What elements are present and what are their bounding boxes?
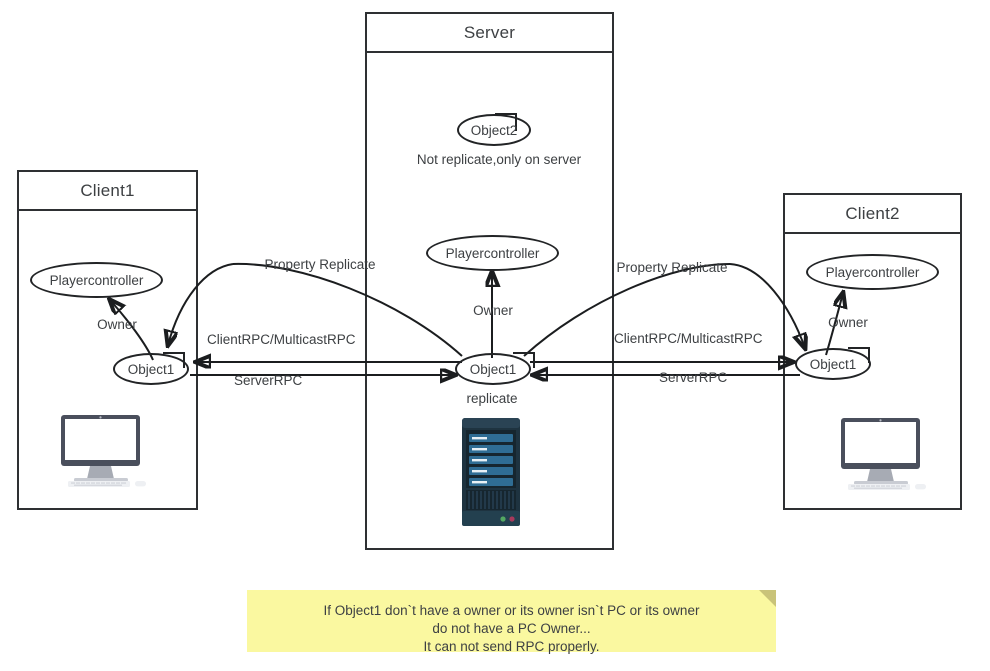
left-serverrpc-label: ServerRPC	[234, 373, 303, 388]
left-clientrpc-multicastrpc-label: ClientRPC/MulticastRPC	[207, 332, 356, 347]
right-serverrpc-label: ServerRPC	[659, 370, 728, 385]
client2-playercontroller-node[interactable]: Playercontroller	[806, 254, 939, 290]
server-owner-label: Owner	[473, 303, 513, 318]
server-object2-node[interactable]: Object2	[457, 114, 531, 146]
server-object1-label: Object1	[469, 361, 517, 377]
server-title-bar: Server	[367, 14, 612, 53]
client2-title: Client2	[845, 203, 900, 223]
client1-object1-label: Object1	[127, 361, 175, 377]
sticky-note: If Object1 don`t have a owner or its own…	[247, 590, 776, 654]
client2-playercontroller-label: Playercontroller	[825, 264, 920, 280]
server-object2-label: Object2	[470, 122, 518, 138]
client1-title-bar: Client1	[19, 172, 196, 211]
server-playercontroller-node[interactable]: Playercontroller	[426, 235, 559, 271]
client2-object1-node[interactable]: Object1	[795, 348, 871, 380]
client1-owner-label: Owner	[97, 317, 137, 332]
client2-title-bar: Client2	[785, 195, 960, 234]
client2-object1-label: Object1	[809, 356, 857, 372]
client1-playercontroller-label: Playercontroller	[49, 272, 144, 288]
client1-object1-node[interactable]: Object1	[113, 353, 189, 385]
server-playercontroller-label: Playercontroller	[445, 245, 540, 261]
client2-owner-label: Owner	[828, 315, 868, 330]
note-text: If Object1 don`t have a owner or its own…	[247, 602, 776, 656]
note-line-3: It can not send RPC properly.	[423, 639, 600, 654]
right-property-replicate-label: Property Replicate	[616, 260, 728, 275]
left-property-replicate-label: Property Replicate	[264, 257, 376, 272]
note-fold-corner-icon	[759, 590, 776, 607]
server-object2-note: Not replicate,only on server	[416, 152, 582, 167]
server-object1-note: replicate	[466, 391, 518, 406]
server-title: Server	[463, 22, 516, 42]
note-line-2: do not have a PC Owner...	[432, 621, 591, 636]
client1-object1-notch	[163, 352, 185, 368]
client1-title: Client1	[80, 180, 135, 200]
note-line-1: If Object1 don`t have a owner or its own…	[323, 603, 700, 618]
server-object1-node[interactable]: Object1	[455, 353, 531, 385]
client1-desktop-computer-icon	[50, 415, 165, 487]
client2-desktop-computer-icon	[830, 418, 945, 490]
server-rack-icon	[460, 418, 524, 528]
right-clientrpc-multicastrpc-label: ClientRPC/MulticastRPC	[614, 331, 763, 346]
client2-object1-notch	[848, 347, 870, 363]
client1-playercontroller-node[interactable]: Playercontroller	[30, 262, 163, 298]
